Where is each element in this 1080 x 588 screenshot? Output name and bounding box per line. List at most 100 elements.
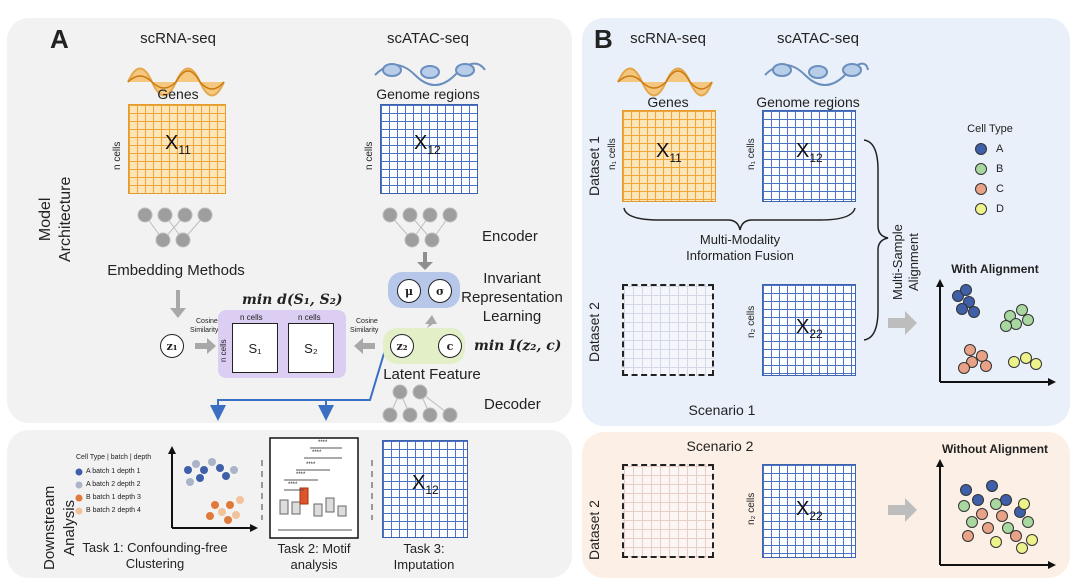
atac-encoder-network-icon [382, 207, 458, 248]
cell-dot [986, 480, 998, 492]
with-alignment-label: With Alignment [951, 262, 1039, 276]
scenario2-label: Scenario 2 [686, 438, 754, 454]
cell-dot [976, 508, 988, 520]
x22-label: X22 [796, 316, 823, 341]
invariant-label-1: Invariant [483, 270, 541, 287]
x12-label-b: X12 [796, 140, 823, 165]
arrow-left-icon [354, 338, 375, 354]
dataset2-label-s2: Dataset 2 [586, 500, 602, 560]
without-alignment-scatter [936, 459, 1056, 569]
connector-line [210, 349, 386, 421]
arrow-right-icon [888, 311, 917, 335]
atac-title: scATAC-seq [387, 30, 469, 47]
genome-regions-label: Genome regions [376, 86, 480, 102]
cell-dot [990, 498, 1002, 510]
imputed-x12-label: X12 [412, 472, 439, 497]
task1-label-1: Task 1: Confounding-free [82, 540, 228, 555]
x11-label-b: X11 [656, 140, 682, 165]
cell-type-b-dot [975, 163, 987, 175]
rna-matrix-x11 [128, 104, 226, 194]
fusion-label-1: Multi-Modality [699, 232, 781, 247]
cell-dot [964, 344, 976, 356]
encoder-label: Encoder [482, 228, 538, 245]
rna-title-b: scRNA-seq [630, 30, 706, 47]
n1-cells-label-right: n₁ cells [746, 138, 757, 170]
s2-n-cells: n cells [298, 313, 321, 322]
min-d-formula: min d(S₁, S₂) [242, 292, 343, 308]
invariant-label-2: Representation [461, 289, 563, 306]
significance-mark: **** [296, 472, 306, 478]
task2-box-plot [269, 437, 359, 539]
x12-label: X12 [414, 132, 441, 157]
cell-type-d-dot [975, 203, 987, 215]
atac-matrix-x12 [380, 104, 478, 194]
cell-dot [1020, 352, 1032, 364]
cell-type-a-dot [975, 143, 987, 155]
rna-title: scRNA-seq [140, 30, 216, 47]
genome-regions-label-b: Genome regions [756, 94, 860, 110]
cell-dot [1018, 498, 1030, 510]
cell-dot [958, 500, 970, 512]
cell-dot [960, 484, 972, 496]
n1-cells-label: n₁ cells [607, 138, 618, 170]
task1-scatter-plot [168, 446, 258, 532]
atac-title-b: scATAC-seq [777, 30, 859, 47]
genes-label: Genes [157, 86, 199, 102]
rna-wave-icon-b [617, 67, 713, 97]
atac-matrix-x22-s2 [762, 464, 856, 558]
fusion-brace [623, 207, 856, 231]
cell-dot [1016, 304, 1028, 316]
n2-cells-label-s2: n₂ cells [746, 492, 757, 525]
atac-matrix-x22 [762, 284, 856, 376]
task1-legend-item: B batch 1 depth 3 [86, 494, 141, 501]
cell-type-b: B [996, 163, 1004, 175]
model-architecture-label: Model Architecture [37, 176, 74, 262]
cell-dot [1030, 358, 1042, 370]
cosine-similarity-right-1: Cosine [356, 318, 378, 325]
cell-dot [1022, 314, 1034, 326]
multi-sample-alignment-label: Multi-Sample Alignment [890, 224, 921, 300]
task3-label-2: Imputation [393, 557, 455, 572]
cell-dot [972, 494, 984, 506]
genes-label-b: Genes [647, 94, 689, 110]
cell-dot [1000, 320, 1012, 332]
invariant-label-3: Learning [482, 308, 542, 325]
latent-feature-label: Latent Feature [383, 366, 481, 383]
s1-n-cells: n cells [240, 313, 263, 322]
imputation-matrix [382, 440, 468, 538]
cell-dot [1010, 530, 1022, 542]
sigma-node: σ [428, 279, 452, 303]
cell-type-d: D [996, 203, 1004, 215]
c-node: c [438, 334, 462, 358]
scenario1-label: Scenario 1 [688, 402, 756, 418]
cell-type-c: C [996, 183, 1004, 195]
mu-node: μ [397, 279, 421, 303]
embedding-methods-label: Embedding Methods [107, 262, 245, 279]
cell-dot [1022, 516, 1034, 528]
cosine-similarity-right-2: Similarity [350, 327, 379, 334]
similarity-n-cells-side: n cells [219, 339, 228, 362]
cell-dot [968, 306, 980, 318]
atac-matrix-x12-b [762, 110, 856, 202]
task3-label-1: Task 3: [403, 541, 445, 556]
x22-label-s2: X22 [796, 498, 823, 523]
panel-a-letter: A [50, 24, 69, 54]
cell-type-title: Cell Type [967, 123, 1013, 135]
decoder-network-icon [382, 384, 458, 423]
z2-node: z₂ [390, 334, 414, 358]
rna-matrix-x11-b [622, 110, 716, 202]
task1-label-2: Clustering [125, 556, 185, 571]
missing-rna-matrix [622, 284, 714, 376]
chromatin-icon-b [764, 62, 869, 86]
downstream-analysis-label: Downstream Analysis [41, 485, 78, 570]
arrow-down-icon [417, 252, 433, 270]
arrow-right-icon [888, 498, 917, 522]
task1-legend-header: Cell Type | batch | depth [76, 454, 152, 461]
cell-dot [1008, 356, 1020, 368]
task2-label-2: analysis [290, 557, 338, 572]
n-cells-label: n cells [364, 141, 375, 170]
arrow-down-icon [425, 315, 437, 328]
task1-legend-item: A batch 2 depth 2 [86, 481, 141, 488]
chromatin-icon [374, 62, 486, 86]
rna-encoder-network-icon [137, 207, 213, 248]
